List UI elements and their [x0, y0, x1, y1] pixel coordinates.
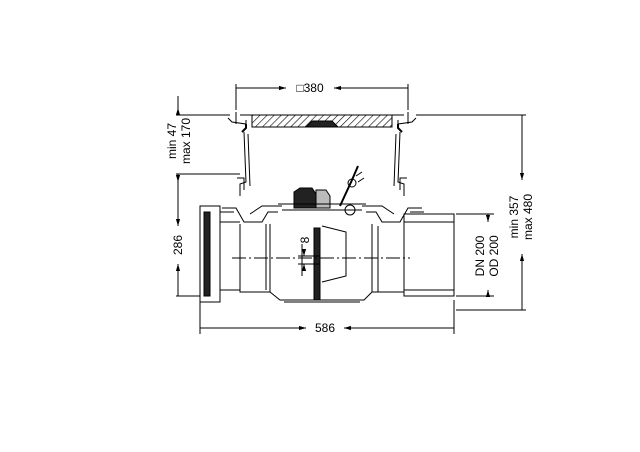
outlet-spigot: [403, 213, 455, 297]
dimensions: □380 min 47 max 170 286 min 357 max 480 …: [165, 81, 535, 335]
dim-overall-min: min 357: [507, 195, 521, 238]
dim-body-height: 286: [171, 235, 185, 255]
grate-frame: [227, 112, 417, 133]
dim-overall-length: 586: [315, 321, 335, 335]
dim-grate-width: □380: [296, 81, 324, 95]
valve-mechanism: [278, 165, 366, 216]
inlet-socket: [199, 205, 221, 303]
dim-overall-max: max 480: [521, 194, 535, 240]
upper-body: [237, 131, 407, 196]
dim-adjust-max: max 170: [179, 118, 193, 164]
lower-body: [199, 205, 455, 303]
dim-pipe-od: OD 200: [487, 235, 501, 277]
dim-pipe-dn: DN 200: [473, 235, 487, 276]
dim-flap-gap: 8: [298, 236, 312, 243]
dim-adjust-min: min 47: [165, 123, 179, 159]
